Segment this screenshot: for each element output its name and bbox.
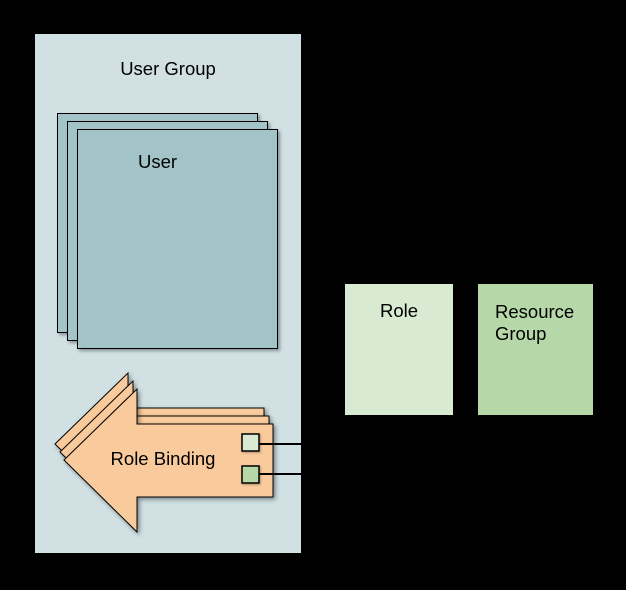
resource-group-label: Resource Group [495,301,575,344]
user-group-label: User Group [120,58,216,79]
user-label: User [137,151,178,172]
resource-group-shape [478,284,593,415]
role-binding-label: Role Binding [110,448,216,469]
role-binding-arrow-front [63,387,274,534]
role-port-square [241,433,260,452]
role-binding-arrow-stack [54,371,274,534]
role-label: Role [379,300,419,321]
role-shape [345,284,453,415]
resource-group-port-square [241,465,260,484]
user-shape-front [77,129,278,349]
